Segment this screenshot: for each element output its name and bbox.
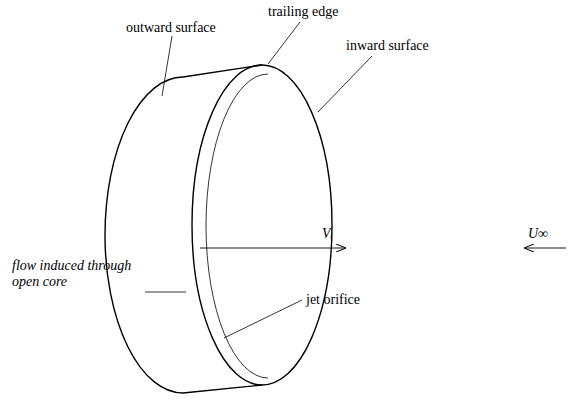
- induced-velocity-arrow: [200, 248, 345, 249]
- trailing-edge-rim: [192, 65, 332, 385]
- leader-line: [145, 292, 186, 293]
- leader-line: [318, 56, 372, 112]
- bottom-edge: [183, 385, 262, 393]
- part-label: inward surface: [346, 38, 429, 54]
- part-label: jet orifice: [306, 292, 360, 308]
- freestream-arrow: [525, 248, 566, 249]
- leader-line: [268, 22, 300, 64]
- leader-lines: [145, 22, 372, 338]
- flow-note: flow induced through open core: [12, 258, 144, 290]
- velocity-symbol: Vᵢ: [322, 226, 333, 242]
- ring-outline: [105, 65, 332, 393]
- jet-orifice-line: [206, 74, 268, 378]
- outward-rim: [105, 77, 183, 393]
- part-label: trailing edge: [268, 4, 338, 20]
- leader-line: [162, 36, 172, 96]
- velocity-symbol: U∞: [528, 226, 548, 242]
- leader-line: [224, 300, 302, 338]
- part-label: outward surface: [126, 20, 216, 36]
